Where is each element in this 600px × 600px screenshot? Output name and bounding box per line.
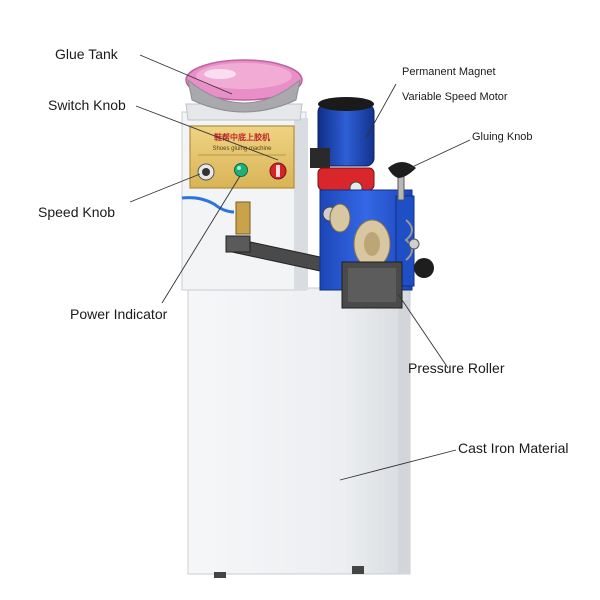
leader-speed-knob bbox=[129, 173, 201, 203]
label-speed-knob: Speed Knob bbox=[38, 204, 116, 220]
label-variable-speed-motor: Variable Speed Motor bbox=[402, 91, 508, 103]
leader-glue-tank bbox=[139, 54, 233, 95]
label-gluing-knob: Gluing Knob bbox=[472, 131, 533, 143]
variable-speed-motor bbox=[310, 97, 375, 168]
leader-switch-knob bbox=[135, 105, 279, 161]
label-power-indicator: Power Indicator bbox=[70, 306, 168, 322]
panel-title-cn: 鞋帮中底上胶机 bbox=[214, 132, 270, 142]
label-cast-iron-material: Cast Iron Material bbox=[458, 440, 569, 456]
leader-gluing-knob bbox=[409, 139, 471, 169]
label-permanent-magnet: Permanent Magnet bbox=[402, 66, 496, 78]
control-panel: 鞋帮中底上胶机 Shoes gluing machine bbox=[189, 125, 295, 189]
power-indicator-lamp bbox=[234, 163, 248, 177]
leader-cast-iron bbox=[339, 449, 457, 481]
glue-hose bbox=[181, 196, 235, 214]
cabinet bbox=[187, 287, 411, 578]
gluing-knob[interactable] bbox=[388, 162, 416, 201]
label-switch-knob: Switch Knob bbox=[48, 97, 126, 113]
label-pressure-roller: Pressure Roller bbox=[408, 360, 505, 376]
panel-subtitle: Shoes gluing machine bbox=[212, 146, 272, 152]
gluing-arm bbox=[225, 201, 335, 275]
leader-permanent-magnet bbox=[365, 83, 397, 139]
leader-lines bbox=[129, 54, 471, 481]
pressure-roller bbox=[341, 219, 434, 309]
glue-tank bbox=[185, 59, 303, 121]
label-glue-tank: Glue Tank bbox=[55, 46, 118, 62]
leader-pressure-roller bbox=[397, 293, 449, 369]
leader-power-indicator bbox=[161, 175, 241, 304]
